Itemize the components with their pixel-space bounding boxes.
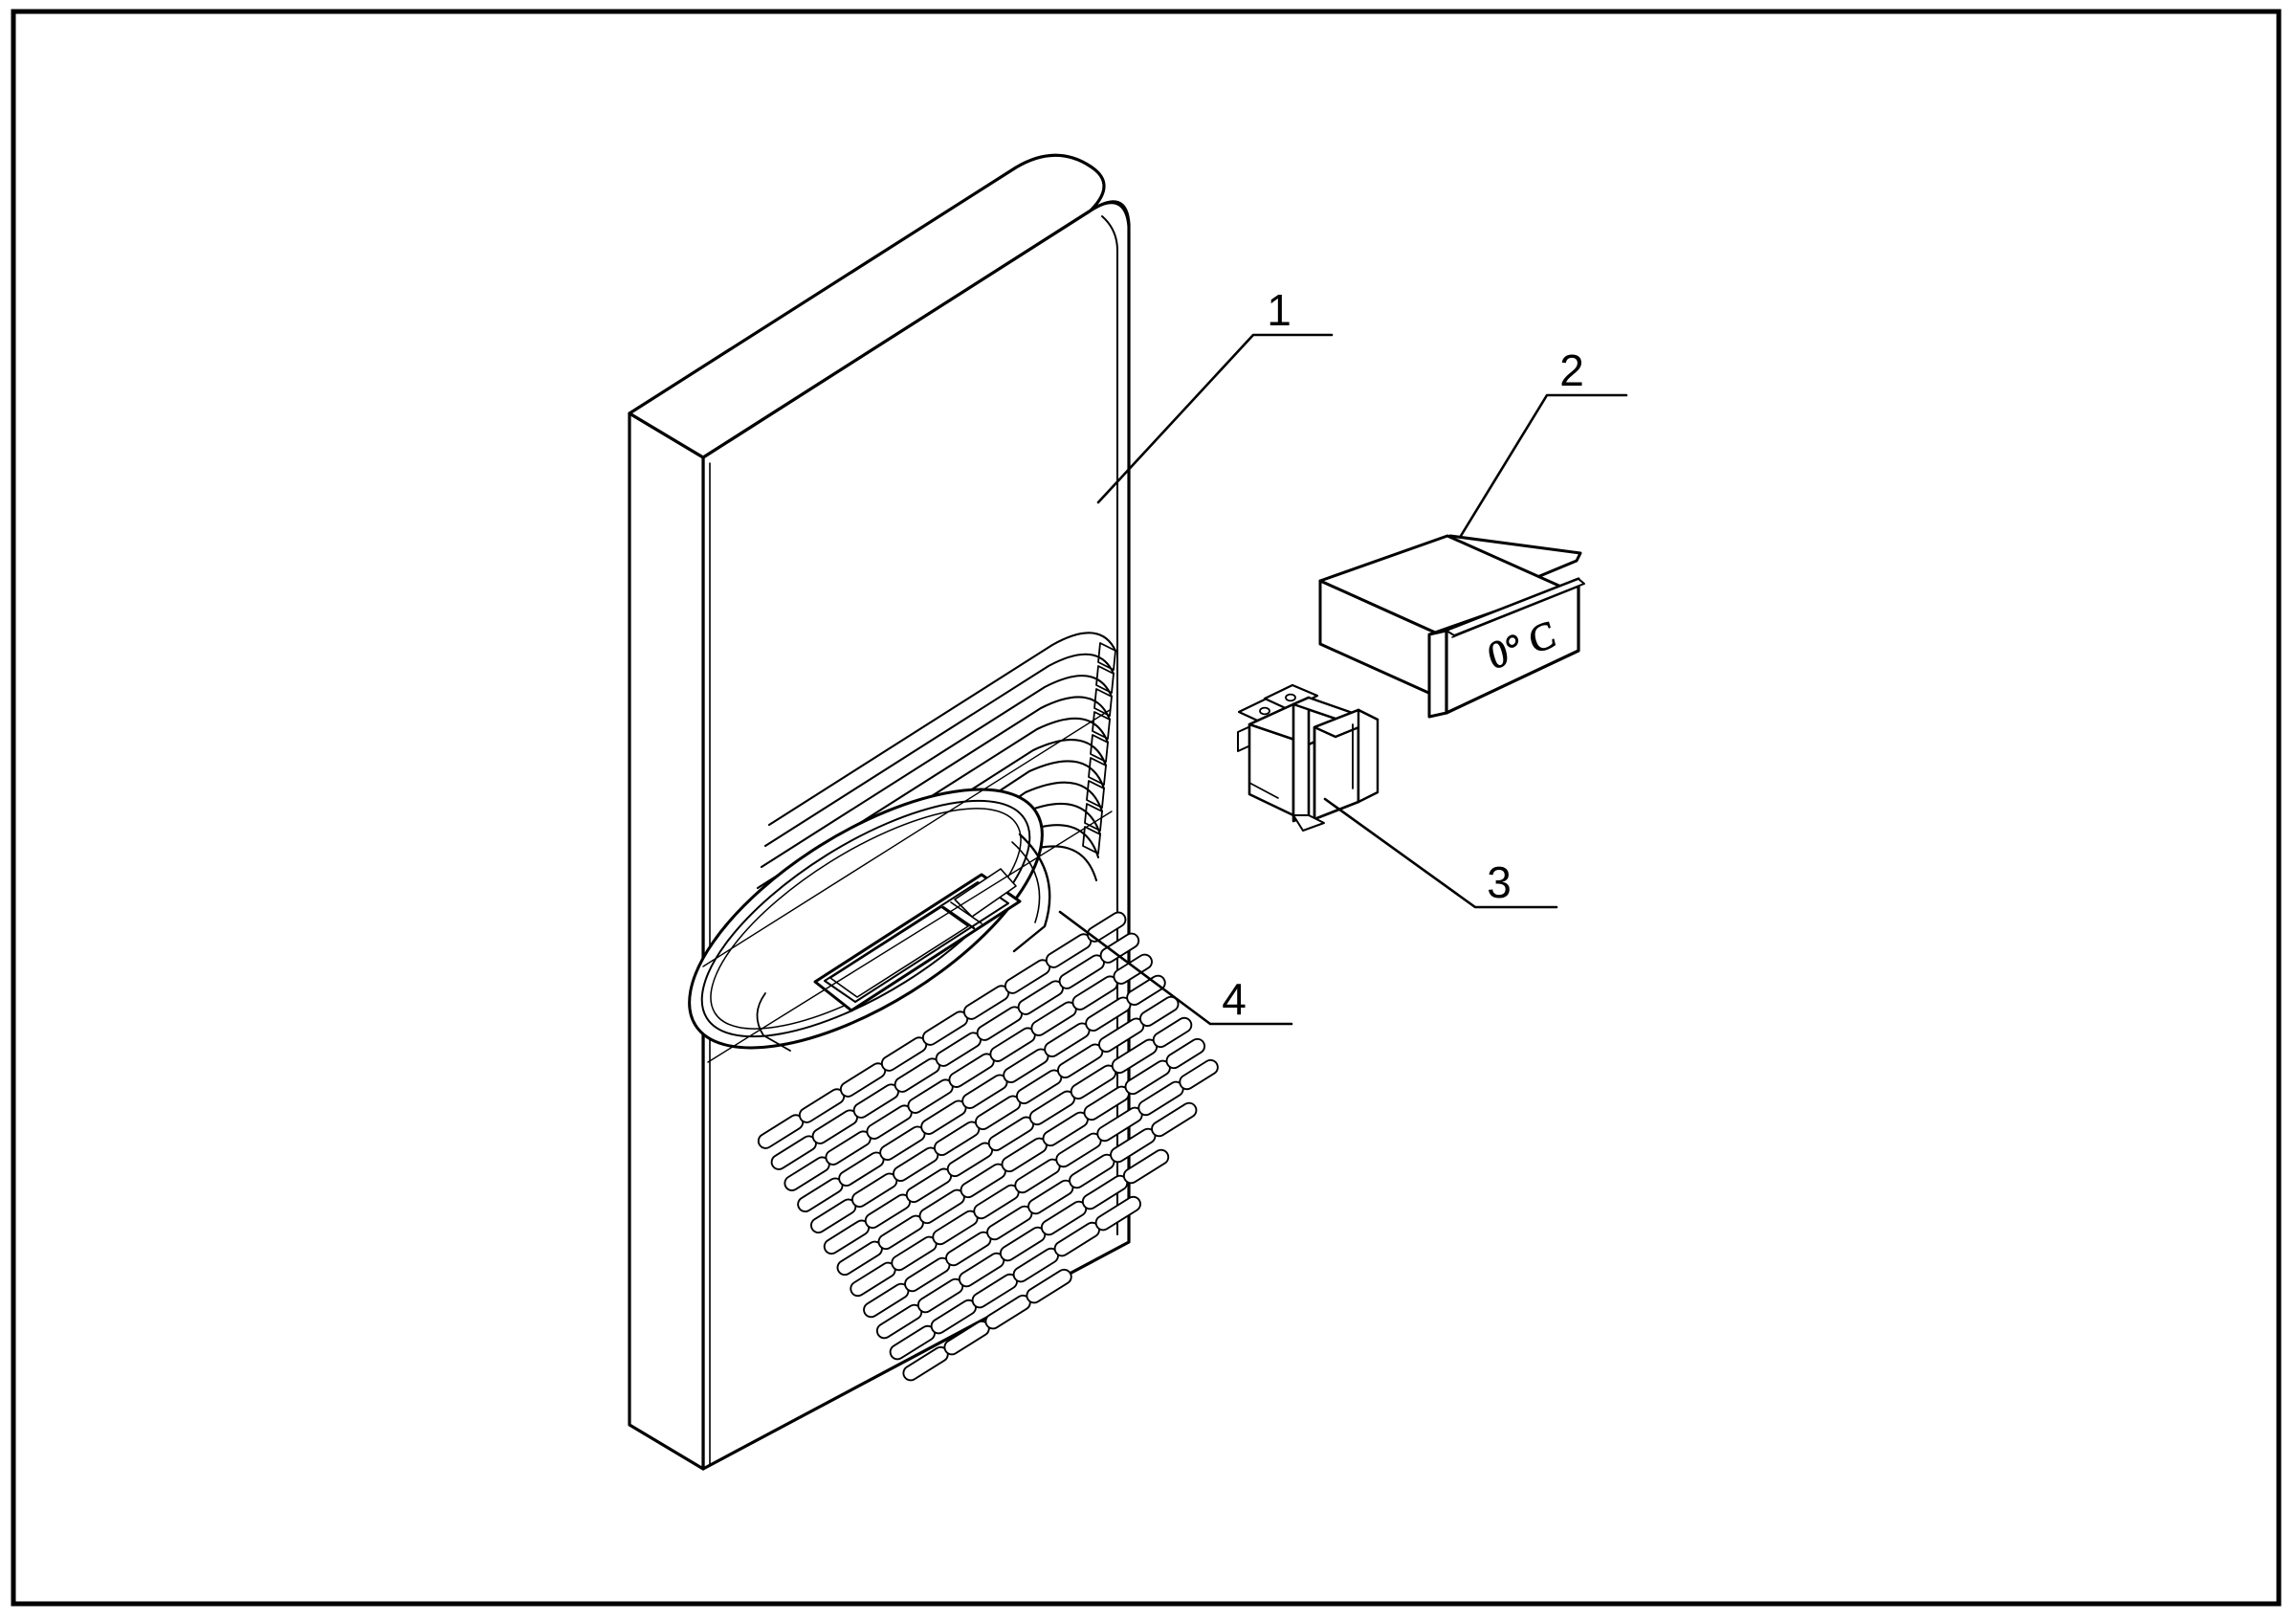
oblong-vent-slot — [1152, 1016, 1193, 1049]
panel-right-edge-inner-line — [1101, 215, 1118, 1235]
louver-fin-endcap — [1084, 803, 1103, 832]
callout-2: 2 — [1459, 345, 1628, 538]
louver-fin — [760, 675, 1114, 869]
panel-band-line-upper — [702, 709, 1111, 967]
front-panel-door[interactable] — [628, 153, 1221, 1471]
vent-slot-column — [757, 1114, 949, 1382]
vent-slot-column — [1086, 911, 1219, 1091]
thermostat-display-module[interactable]: 0° C — [1318, 534, 1585, 719]
louver-fin-endcap — [1092, 711, 1111, 740]
louver-vent-fins[interactable] — [750, 632, 1117, 1007]
oblong-vent-slot — [1086, 911, 1127, 943]
vent-slot-column — [962, 985, 1141, 1232]
oblong-vent-slot — [1165, 1037, 1206, 1070]
oblong-vent-slot — [1099, 932, 1140, 964]
louver-fin — [752, 717, 1110, 911]
louver-fin-endcap — [1086, 780, 1105, 809]
switch-bezel-bottom-detail — [1292, 814, 1325, 832]
callout-4-number: 4 — [1222, 974, 1247, 1024]
switch-rocker-actuator-right — [1357, 708, 1380, 804]
callout-3-leader — [1323, 797, 1558, 909]
louver-fin — [763, 653, 1115, 848]
callout-1-number: 1 — [1267, 285, 1292, 335]
louver-fin — [756, 696, 1112, 890]
louver-fin — [750, 739, 1108, 932]
callout-layer: 1 2 3 4 — [1058, 285, 1628, 1026]
oblong-vent-slot — [1122, 1148, 1170, 1185]
display-pane-large — [829, 906, 969, 998]
display-bezel-inner — [700, 799, 1031, 1038]
panel-left-side-face — [628, 411, 705, 1471]
panel-band-line-lower — [707, 810, 1113, 1063]
oblong-vent-slot — [1026, 1268, 1072, 1304]
display-pane-divider-2 — [950, 901, 982, 924]
slot-ventilation-grille[interactable] — [756, 910, 1221, 1384]
switch-terminal-hole — [1259, 706, 1270, 716]
callout-1: 1 — [1096, 285, 1334, 504]
panel-right-edge-outer-line — [1089, 202, 1131, 1244]
drawing-frame — [11, 9, 2282, 1607]
louver-fin-endcap — [1097, 642, 1116, 671]
callout-2-number: 2 — [1559, 345, 1584, 395]
louver-fin — [767, 632, 1117, 827]
display-recess-bezel[interactable] — [650, 739, 1082, 1098]
switch-housing-left-detail — [1248, 782, 1279, 799]
louver-fin — [754, 760, 1106, 953]
callout-3-number: 3 — [1487, 857, 1512, 907]
vent-slot-column — [1045, 933, 1198, 1138]
display-bezel-outer — [688, 788, 1044, 1050]
louver-fin-endcap — [1088, 757, 1107, 786]
louver-fin-endcap — [1082, 826, 1101, 855]
louver-fin — [763, 781, 1104, 972]
bezel-right-arc — [1012, 833, 1051, 953]
thermostat-faceplate-edge — [1427, 629, 1448, 719]
callout-4-leader — [1058, 910, 1293, 1026]
bezel-right-arc-inner — [1011, 841, 1041, 923]
oblong-vent-slot — [1179, 1058, 1219, 1091]
callout-2-leader — [1459, 393, 1628, 538]
switch-bezel-front — [1292, 696, 1311, 823]
oblong-vent-slot — [1094, 1195, 1141, 1232]
louver-fin-endcap — [1095, 665, 1115, 694]
vent-slot-column — [798, 1088, 990, 1356]
louver-fin-endcap — [1090, 734, 1109, 763]
callout-1-leader — [1096, 333, 1334, 504]
thermostat-faceplate-top-bevel — [1446, 578, 1585, 636]
panel-top-face — [628, 153, 1106, 459]
bezel-left-endcap — [756, 992, 791, 1052]
louver-fin-endcap — [1093, 688, 1113, 717]
callout-3: 3 — [1323, 797, 1558, 909]
callout-4: 4 — [1058, 910, 1293, 1026]
display-pane-divider — [941, 905, 976, 930]
switch-terminal-hole — [1285, 693, 1296, 702]
rocker-switch[interactable] — [1237, 683, 1380, 832]
thermostat-faceplate-inner-line — [1451, 586, 1579, 638]
oblong-vent-slot — [1151, 1101, 1198, 1138]
